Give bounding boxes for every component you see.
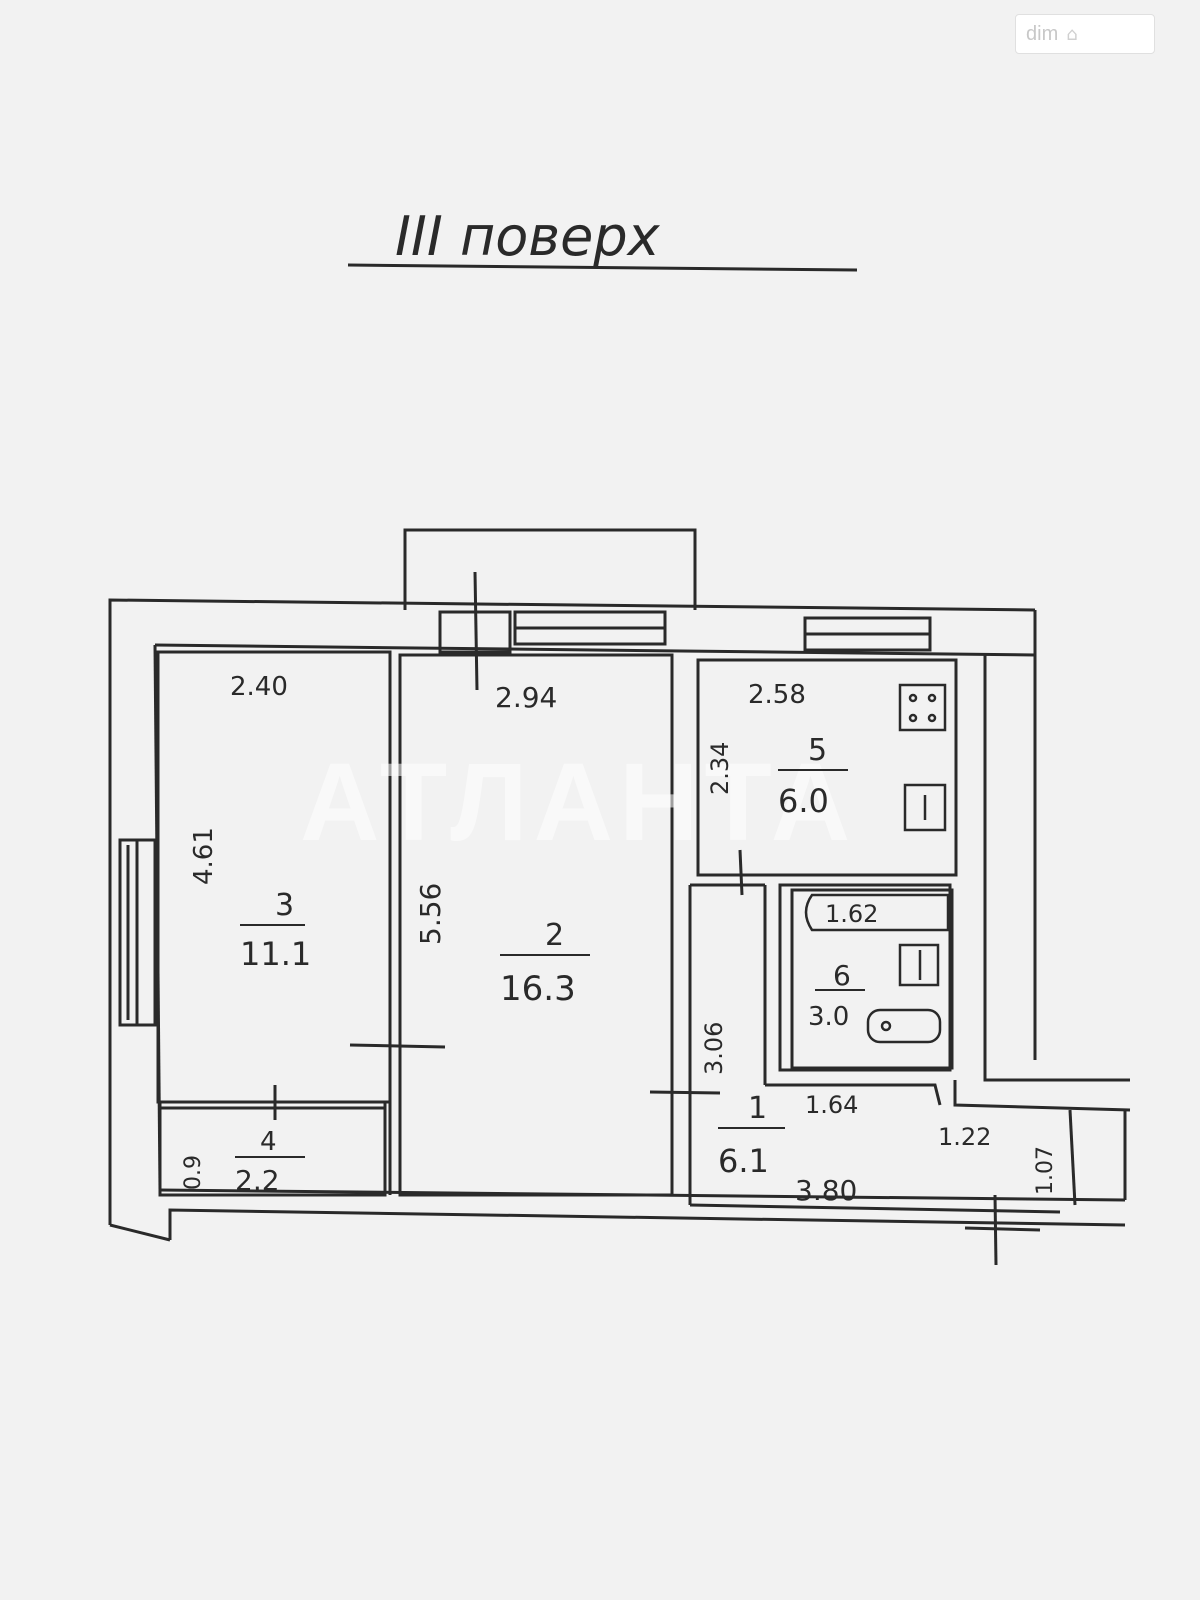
- room-2-number: 2: [545, 918, 564, 953]
- room-4-number: 4: [260, 1127, 277, 1157]
- site-badge: dim ⌂: [1015, 14, 1155, 54]
- room-2-area: 16.3: [500, 969, 576, 1009]
- title-underline: [347, 263, 858, 272]
- dim-room6-width: 1.62: [825, 900, 878, 928]
- sink-icon: [903, 783, 947, 832]
- room-6-area: 3.0: [808, 1002, 849, 1032]
- room-3-number: 3: [275, 888, 294, 923]
- dim-room6-bottom: 1.64: [805, 1091, 858, 1119]
- dim-room2-length: 5.56: [414, 883, 447, 945]
- washbasin-icon: [866, 1008, 942, 1044]
- room-5-area: 6.0: [778, 782, 829, 820]
- floor-title: III поверх: [395, 205, 661, 268]
- room-3-area: 11.1: [240, 935, 311, 973]
- watermark: АТЛАНТА: [300, 741, 856, 864]
- room-5-number: 5: [808, 733, 827, 768]
- dim-room1-width: 3.80: [795, 1174, 857, 1207]
- site-badge-label: dim: [1026, 22, 1059, 45]
- room-1-number: 1: [748, 1091, 767, 1126]
- walls: [108, 528, 1131, 1266]
- dim-room1-small-width: 1.22: [938, 1123, 991, 1151]
- dim-room4-depth: 0.9: [181, 1155, 206, 1190]
- dim-room2-width: 2.94: [495, 681, 557, 714]
- stove-icon: [898, 683, 947, 732]
- bathtub-icon: [804, 893, 950, 932]
- dim-room5-width: 2.58: [748, 680, 806, 710]
- dim-room5-length: 2.34: [706, 742, 734, 795]
- dim-room1-small-depth: 1.07: [1033, 1146, 1058, 1195]
- dim-room1-side: 3.06: [700, 1022, 728, 1075]
- toilet-icon: [898, 943, 940, 987]
- room-1-area: 6.1: [718, 1142, 769, 1180]
- room-4-area: 2.2: [235, 1164, 280, 1197]
- room-6-number: 6: [833, 959, 851, 992]
- house-icon: ⌂: [1066, 23, 1078, 45]
- dim-room3-width: 2.40: [230, 672, 288, 702]
- dim-room3-length: 4.61: [189, 827, 219, 885]
